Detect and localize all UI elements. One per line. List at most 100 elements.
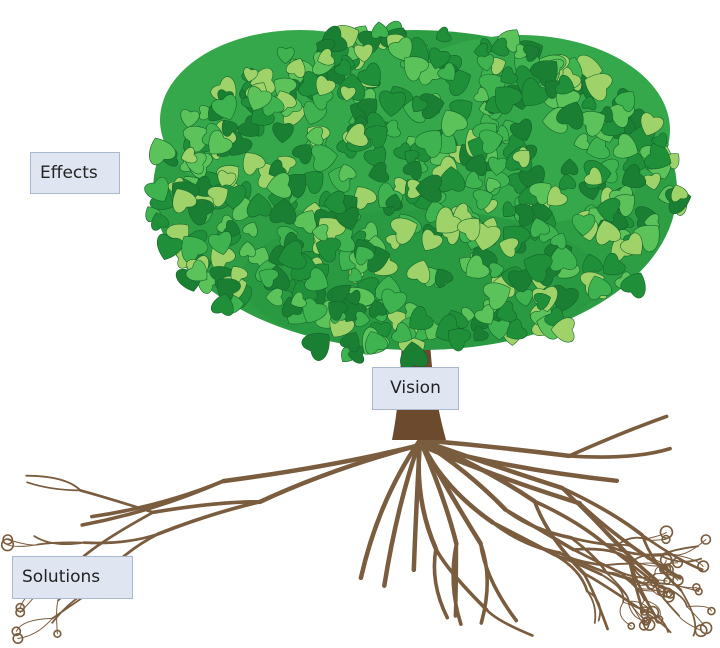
leaf: [368, 161, 390, 183]
leaf: [533, 292, 551, 310]
leaf: [652, 132, 668, 148]
leaf: [603, 252, 626, 276]
leaf: [364, 125, 388, 149]
leaf: [437, 62, 456, 81]
root-curl: [2, 534, 14, 545]
leaf: [644, 142, 672, 169]
leaf: [595, 219, 621, 246]
root-stroke: [503, 507, 573, 540]
root-curl: [627, 622, 636, 630]
leaf: [276, 46, 295, 64]
leaf: [465, 154, 487, 177]
root-stroke: [382, 437, 423, 588]
leaf: [272, 122, 294, 144]
leaf: [555, 75, 575, 95]
leaf: [211, 94, 237, 121]
leaf: [474, 304, 494, 325]
leaf: [208, 231, 232, 255]
root-curl: [15, 602, 26, 613]
leaf: [230, 266, 249, 284]
effects-label: Effects: [30, 152, 120, 194]
leaf: [302, 297, 328, 324]
leaf: [210, 293, 234, 316]
root-stroke: [600, 573, 630, 603]
leaf: [382, 119, 401, 138]
leaf: [457, 218, 481, 242]
root-stroke: [26, 481, 82, 492]
root-curl: [641, 617, 650, 626]
leaf: [476, 54, 494, 72]
leaf: [621, 164, 647, 189]
leaf: [183, 125, 210, 153]
leaf: [391, 322, 412, 343]
root-stroke: [151, 500, 262, 515]
leaf: [344, 123, 369, 147]
leaf: [207, 186, 229, 208]
leaf: [488, 156, 508, 176]
leaf: [385, 193, 402, 210]
leaf: [434, 268, 454, 288]
leaf: [448, 328, 471, 352]
leaf: [365, 331, 388, 355]
leaf: [265, 287, 283, 307]
leaf: [614, 91, 635, 112]
root-stroke: [608, 572, 648, 586]
root-stroke: [686, 605, 712, 612]
leaf: [572, 214, 596, 237]
root-curl: [697, 560, 710, 573]
leaf: [242, 152, 266, 176]
leaf: [530, 217, 550, 238]
leaf: [339, 332, 360, 353]
leaf: [550, 317, 575, 343]
leaf: [149, 137, 176, 166]
root-stroke: [257, 442, 423, 505]
leaf: [144, 177, 169, 202]
root-stroke: [417, 442, 582, 506]
leaf: [406, 259, 431, 284]
root-curl: [659, 525, 674, 540]
root-stroke: [15, 617, 53, 632]
root-stroke: [451, 542, 463, 626]
root-stroke: [659, 554, 703, 563]
leaf: [415, 174, 442, 203]
root-stroke: [631, 561, 670, 585]
root-stroke: [79, 489, 155, 514]
leaf: [208, 129, 233, 155]
root-curl: [639, 606, 650, 616]
leaf: [523, 253, 553, 283]
root-curl: [654, 615, 664, 624]
leaf: [559, 173, 577, 191]
leaf: [435, 26, 452, 43]
leaf: [506, 318, 528, 340]
leaf: [305, 126, 324, 146]
root-stroke: [411, 437, 423, 573]
leaf-cluster: [144, 20, 692, 369]
leaf: [185, 259, 208, 282]
leaf: [586, 135, 610, 160]
root-stroke: [558, 551, 611, 575]
solutions-label: Solutions: [12, 556, 133, 599]
root-stroke: [577, 501, 660, 583]
leaf: [304, 267, 329, 292]
leaf: [441, 109, 468, 137]
leaf: [404, 150, 420, 165]
leaf: [243, 67, 259, 83]
root-stroke: [532, 499, 607, 547]
leaf: [239, 241, 256, 257]
root-stroke: [643, 599, 661, 620]
root-stroke: [572, 547, 634, 564]
leaf: [277, 240, 307, 270]
leaf: [180, 147, 198, 164]
leaf: [355, 246, 375, 266]
root-stroke: [567, 414, 669, 458]
root-curl: [672, 557, 684, 569]
root-stroke: [646, 584, 671, 595]
root-stroke: [432, 547, 450, 620]
root-stroke: [678, 615, 702, 632]
leaf: [620, 232, 643, 256]
leaf: [371, 21, 389, 39]
leaf: [465, 254, 490, 279]
root-stroke: [560, 486, 645, 537]
